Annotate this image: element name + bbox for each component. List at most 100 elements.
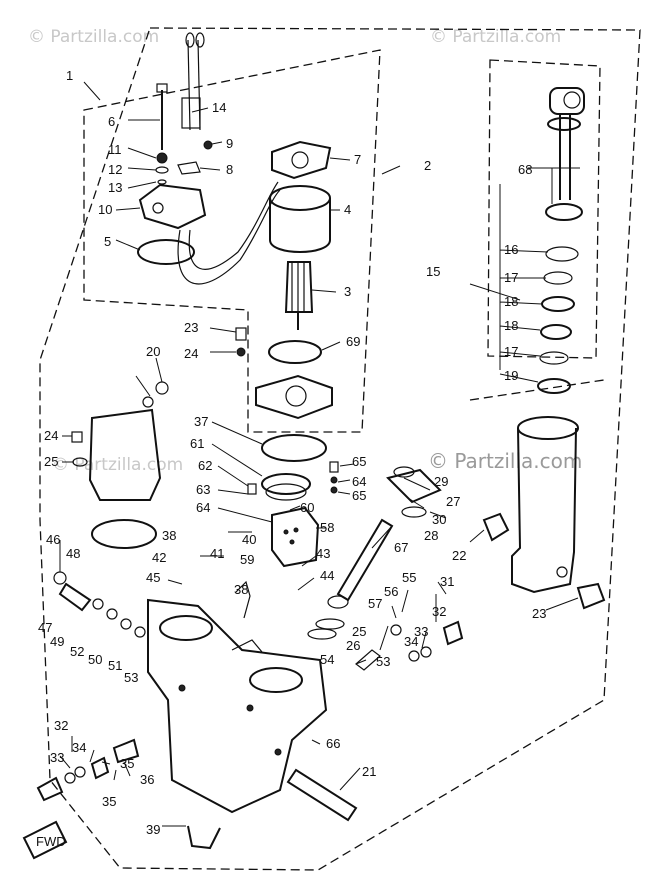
- callout: 33: [414, 624, 428, 639]
- callout: 58: [320, 520, 334, 535]
- callout: 11: [108, 142, 122, 157]
- callout: 66: [326, 736, 340, 751]
- ring: [134, 626, 146, 638]
- callout: 13: [108, 180, 122, 195]
- o-ring: [261, 434, 327, 462]
- motor-end-cap: [255, 374, 333, 420]
- ring: [420, 646, 432, 658]
- callout: 46: [46, 532, 60, 547]
- callout: 19: [504, 368, 518, 383]
- callout: 9: [226, 136, 233, 151]
- o-ring: [539, 351, 569, 365]
- wire-harness: [188, 181, 279, 270]
- callout: 16: [504, 242, 518, 257]
- callout: 12: [108, 162, 122, 177]
- ball: [142, 396, 154, 408]
- valve-plate: [386, 468, 442, 504]
- ring: [92, 598, 104, 610]
- rod-cap: [547, 117, 581, 131]
- callout: 22: [452, 548, 466, 563]
- wire-terminal: [195, 32, 205, 48]
- armature: [284, 261, 314, 313]
- callout: 29: [434, 474, 448, 489]
- bolt: [235, 327, 247, 341]
- plug: [71, 431, 83, 443]
- callout: 64: [196, 500, 210, 515]
- wire: [187, 39, 191, 131]
- callout: 33: [50, 750, 64, 765]
- leader-lines: [59, 421, 273, 585]
- callout: 14: [212, 100, 226, 115]
- callout: 25: [352, 624, 366, 639]
- ring: [540, 324, 572, 340]
- piston: [545, 203, 583, 221]
- callout: 56: [384, 584, 398, 599]
- callout: 31: [440, 574, 454, 589]
- manifold-bore: [159, 615, 213, 641]
- end-cap-bore: [285, 385, 307, 407]
- ring: [120, 618, 132, 630]
- callout: 67: [394, 540, 408, 555]
- callout: 28: [424, 528, 438, 543]
- pump-gear: [261, 473, 311, 495]
- callout: 52: [70, 644, 84, 659]
- valve: [90, 756, 110, 780]
- ring: [541, 296, 575, 312]
- callout: 59: [240, 552, 254, 567]
- callout: 17: [504, 344, 518, 359]
- callout: 44: [320, 568, 334, 583]
- motor-group-outline: [83, 49, 381, 433]
- ring: [64, 772, 76, 784]
- valve-bracket: [235, 580, 251, 619]
- callout: 38: [162, 528, 176, 543]
- leader-lines: [83, 81, 160, 251]
- motor-housing-top: [269, 185, 331, 211]
- callout: 27: [446, 494, 460, 509]
- motor-cap-hole: [291, 151, 309, 169]
- callout: 65: [352, 454, 366, 469]
- bolt-hole: [246, 704, 254, 712]
- ring: [543, 271, 573, 285]
- manifold-bore: [249, 667, 303, 693]
- cylinder-group-outline: [487, 59, 601, 359]
- o-ring: [137, 239, 195, 265]
- callout: 51: [108, 658, 122, 673]
- return-pipe: [187, 825, 221, 850]
- o-ring: [545, 246, 579, 262]
- nut: [156, 152, 168, 164]
- callout: 24: [44, 428, 58, 443]
- ring: [408, 650, 420, 662]
- leader-lines: [59, 736, 361, 827]
- shaft-collar: [327, 595, 349, 609]
- leader-lines: [191, 107, 401, 351]
- leader-lines: [355, 581, 447, 665]
- watermark: © Partzilla.com: [430, 27, 561, 47]
- plug: [482, 512, 510, 542]
- assembly-outline: [39, 27, 641, 871]
- callout: 20: [146, 344, 160, 359]
- o-ring: [91, 519, 157, 549]
- callout: 1: [66, 68, 73, 83]
- callout: 7: [354, 152, 361, 167]
- callout: 4: [344, 202, 351, 217]
- valve: [155, 381, 169, 395]
- cylinder-body-top: [517, 416, 579, 440]
- piston-rod: [559, 114, 571, 200]
- bracket-hole: [152, 202, 164, 214]
- callout: 34: [72, 740, 86, 755]
- fwd-label: FWD: [36, 834, 66, 849]
- tilt-pin: [286, 768, 358, 822]
- callout: 34: [404, 634, 418, 649]
- callout: 64: [352, 474, 366, 489]
- bolt: [329, 461, 339, 473]
- callout: 37: [194, 414, 208, 429]
- callout: 23: [532, 606, 546, 621]
- ring: [74, 766, 86, 778]
- callout: 54: [320, 652, 334, 667]
- callout: 39: [146, 822, 160, 837]
- cylinder-group-outline: [469, 379, 605, 401]
- callout: 68: [518, 162, 532, 177]
- callout: 18: [504, 318, 518, 333]
